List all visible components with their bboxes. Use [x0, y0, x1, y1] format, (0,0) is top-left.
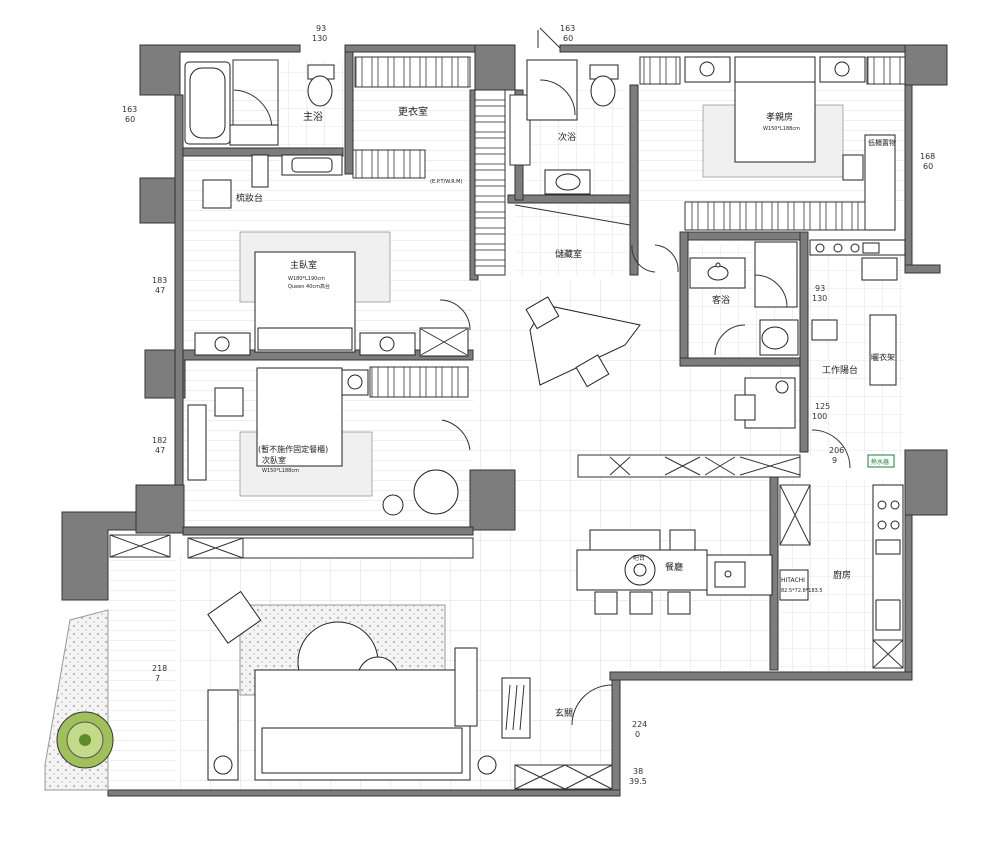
walls [61, 44, 948, 797]
storage: 儲藏室 [514, 204, 679, 273]
master-bedroom: 梳妝台 主臥室 W180*L190cm Queen 40cm高台 [194, 154, 471, 357]
closet-label: 更衣室 [398, 105, 428, 118]
walk-in-closet: 更衣室 (E.P.T/W.R.M) [352, 56, 531, 276]
kitchen-label: 廚房 [833, 569, 851, 581]
entrance-label: 玄關 [555, 707, 573, 719]
storage-label: 儲藏室 [555, 248, 582, 260]
dimension-labels: 93 130 163 60 163 60 168 60 183 47 93 13… [122, 24, 935, 786]
master-bed-note: Queen 40cm高台 [288, 283, 330, 290]
master-bath: 主浴 [184, 59, 343, 176]
second-bedroom: (暫不施作固定餐櫃) 次臥室 W150*L188cm [187, 366, 474, 559]
island-label: 吧台 [633, 554, 645, 562]
dim-5-b: 47 [155, 286, 165, 295]
dim-2-b: 60 [563, 34, 573, 43]
dim-8-b: 100 [812, 412, 827, 421]
master-bedroom-label: 主臥室 [290, 259, 317, 271]
dim-1-b: 130 [312, 34, 327, 43]
dim-6-b: 130 [812, 294, 827, 303]
dining: 吧台 餐廳 [576, 529, 773, 615]
dim-11-b: 0 [635, 730, 640, 739]
second-bed-size: W150*L188cm [262, 468, 299, 474]
dim-3-b: 60 [125, 115, 135, 124]
balcony-label: 工作陽台 [822, 364, 858, 376]
balcony: 曬衣架 工作陽台 熱水器 [809, 239, 906, 469]
living-room: 客廳 [207, 590, 497, 781]
dim-11-a: 224 [632, 720, 647, 729]
fridge-brand: HITACHI [781, 577, 805, 584]
garden [44, 534, 171, 791]
second-bath: 次浴 [526, 27, 619, 195]
dining-label: 餐廳 [665, 561, 683, 573]
laundry-label: 曬衣架 [871, 352, 895, 362]
dim-7-a: 182 [152, 436, 167, 445]
low-cabinet-label: 低櫃置物 [868, 138, 896, 147]
dim-6-a: 93 [815, 284, 825, 293]
dim-12-a: 38 [633, 767, 643, 776]
second-bedroom-label: 次臥室 [262, 455, 286, 465]
dim-2-a: 163 [560, 24, 575, 33]
central-hall [525, 296, 801, 478]
dim-7-b: 47 [155, 446, 165, 455]
second-bedroom-note: (暫不施作固定餐櫃) [258, 444, 328, 454]
fridge-size: 82.5*72.8*183.5 [781, 588, 823, 594]
guest-bath: 客浴 [689, 241, 799, 356]
second-bath-label: 次浴 [558, 131, 576, 143]
dim-9-b: 9 [832, 456, 837, 465]
dim-10-a: 218 [152, 664, 167, 673]
elder-bedroom: 孝親房 W150*L188cm 低櫃置物 [639, 56, 906, 231]
dim-1-a: 93 [316, 24, 326, 33]
dim-12-b: 39.5 [629, 777, 647, 786]
dim-4-a: 168 [920, 152, 935, 161]
dim-4-b: 60 [923, 162, 933, 171]
dim-10-b: 7 [155, 674, 160, 683]
elder-bed-size: W150*L188cm [763, 126, 800, 132]
guest-bath-label: 客浴 [712, 294, 730, 306]
kitchen: HITACHI 82.5*72.8*183.5 廚房 [779, 484, 904, 669]
closet-note: (E.P.T/W.R.M) [430, 179, 462, 185]
dim-9-a: 206 [829, 446, 844, 455]
dressing-table-label: 梳妝台 [236, 192, 263, 204]
master-bed-size: W180*L190cm [288, 276, 325, 282]
dim-5-a: 183 [152, 276, 167, 285]
master-bath-label: 主浴 [303, 111, 323, 123]
water-heater-label: 熱水器 [871, 458, 889, 466]
dim-8-a: 125 [815, 402, 830, 411]
entrance: 玄關 [501, 677, 613, 790]
dim-3-a: 163 [122, 105, 137, 114]
elder-bedroom-label: 孝親房 [766, 111, 793, 123]
